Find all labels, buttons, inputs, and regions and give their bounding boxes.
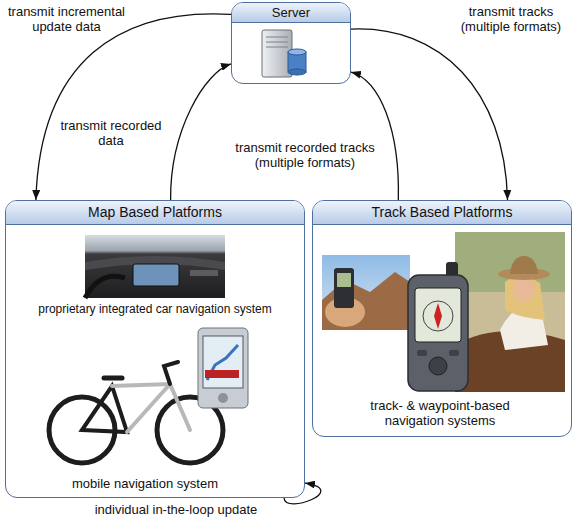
hat-crown [510, 256, 538, 274]
map-banner [205, 370, 239, 378]
server-tower [262, 30, 292, 77]
curved-arrow [171, 64, 231, 200]
gps-rocker [429, 357, 447, 375]
garmin-gps-device [408, 262, 468, 391]
bike-frame [112, 384, 190, 432]
group-title: Track Based Platforms [313, 201, 571, 225]
database-bottom [288, 69, 306, 75]
device-caption: proprietary integrated car navigation sy… [12, 302, 298, 317]
curved-arrow [351, 29, 508, 200]
edge-label: transmit tracks (multiple formats) [455, 4, 567, 34]
horse [455, 331, 565, 392]
curved-arrow [351, 72, 398, 200]
server-box: Server [231, 2, 351, 84]
gps-body [408, 275, 468, 391]
map-route [207, 345, 238, 380]
sky [322, 255, 410, 330]
bike-wheel [49, 397, 115, 463]
gps-antenna [446, 262, 458, 280]
rider-photo [455, 232, 565, 392]
bike-seat [104, 376, 122, 381]
edge-label: transmit recorded data [55, 118, 167, 148]
edge-label: transmit incremental update data [4, 4, 129, 34]
hat-brim [498, 268, 550, 280]
gps-screen [415, 288, 461, 342]
pda-screen [203, 336, 243, 388]
compass-needle [434, 303, 442, 329]
drive-slot [266, 37, 288, 38]
bike-frame [82, 386, 127, 432]
edge-label: transmit recorded tracks (multiple forma… [225, 140, 385, 170]
nav-screen [133, 264, 179, 286]
gps-button [417, 350, 427, 356]
rocks [322, 272, 410, 330]
drive-slot [266, 42, 288, 43]
device-caption: mobile navigation system [30, 476, 260, 491]
car-dashboard-photo [85, 235, 225, 298]
photo-ground [455, 232, 565, 392]
handheld-gps-photo [322, 255, 410, 330]
bicycle-photo [49, 362, 223, 463]
bike-wheel [157, 397, 223, 463]
hand [325, 297, 365, 327]
database-top [288, 49, 306, 55]
steering-wheel [85, 276, 125, 298]
gps-unit [334, 268, 354, 308]
bike-handlebar [164, 362, 178, 384]
dash-top [85, 256, 225, 270]
compass-ring [423, 301, 453, 331]
gps-button [449, 350, 459, 356]
group-title: Server [232, 3, 350, 23]
hair [505, 276, 545, 320]
pda-device [198, 328, 248, 408]
trees [455, 232, 565, 292]
gps-screen [337, 273, 351, 287]
vent [190, 270, 218, 276]
dashboard [85, 235, 225, 298]
drive-slot [266, 47, 288, 48]
database-body [288, 52, 306, 72]
group-title: Map Based Platforms [6, 201, 304, 225]
edge-label: individual in-the-loop update [90, 502, 262, 517]
curved-arrow [36, 14, 231, 200]
face [513, 276, 535, 302]
device-caption: track- & waypoint-based navigation syste… [350, 398, 530, 428]
pda-body [198, 328, 248, 408]
shirt [500, 304, 548, 350]
platform-group-box: Map Based Platforms [5, 200, 305, 498]
pda-button [218, 393, 228, 403]
server-icon [262, 30, 306, 77]
